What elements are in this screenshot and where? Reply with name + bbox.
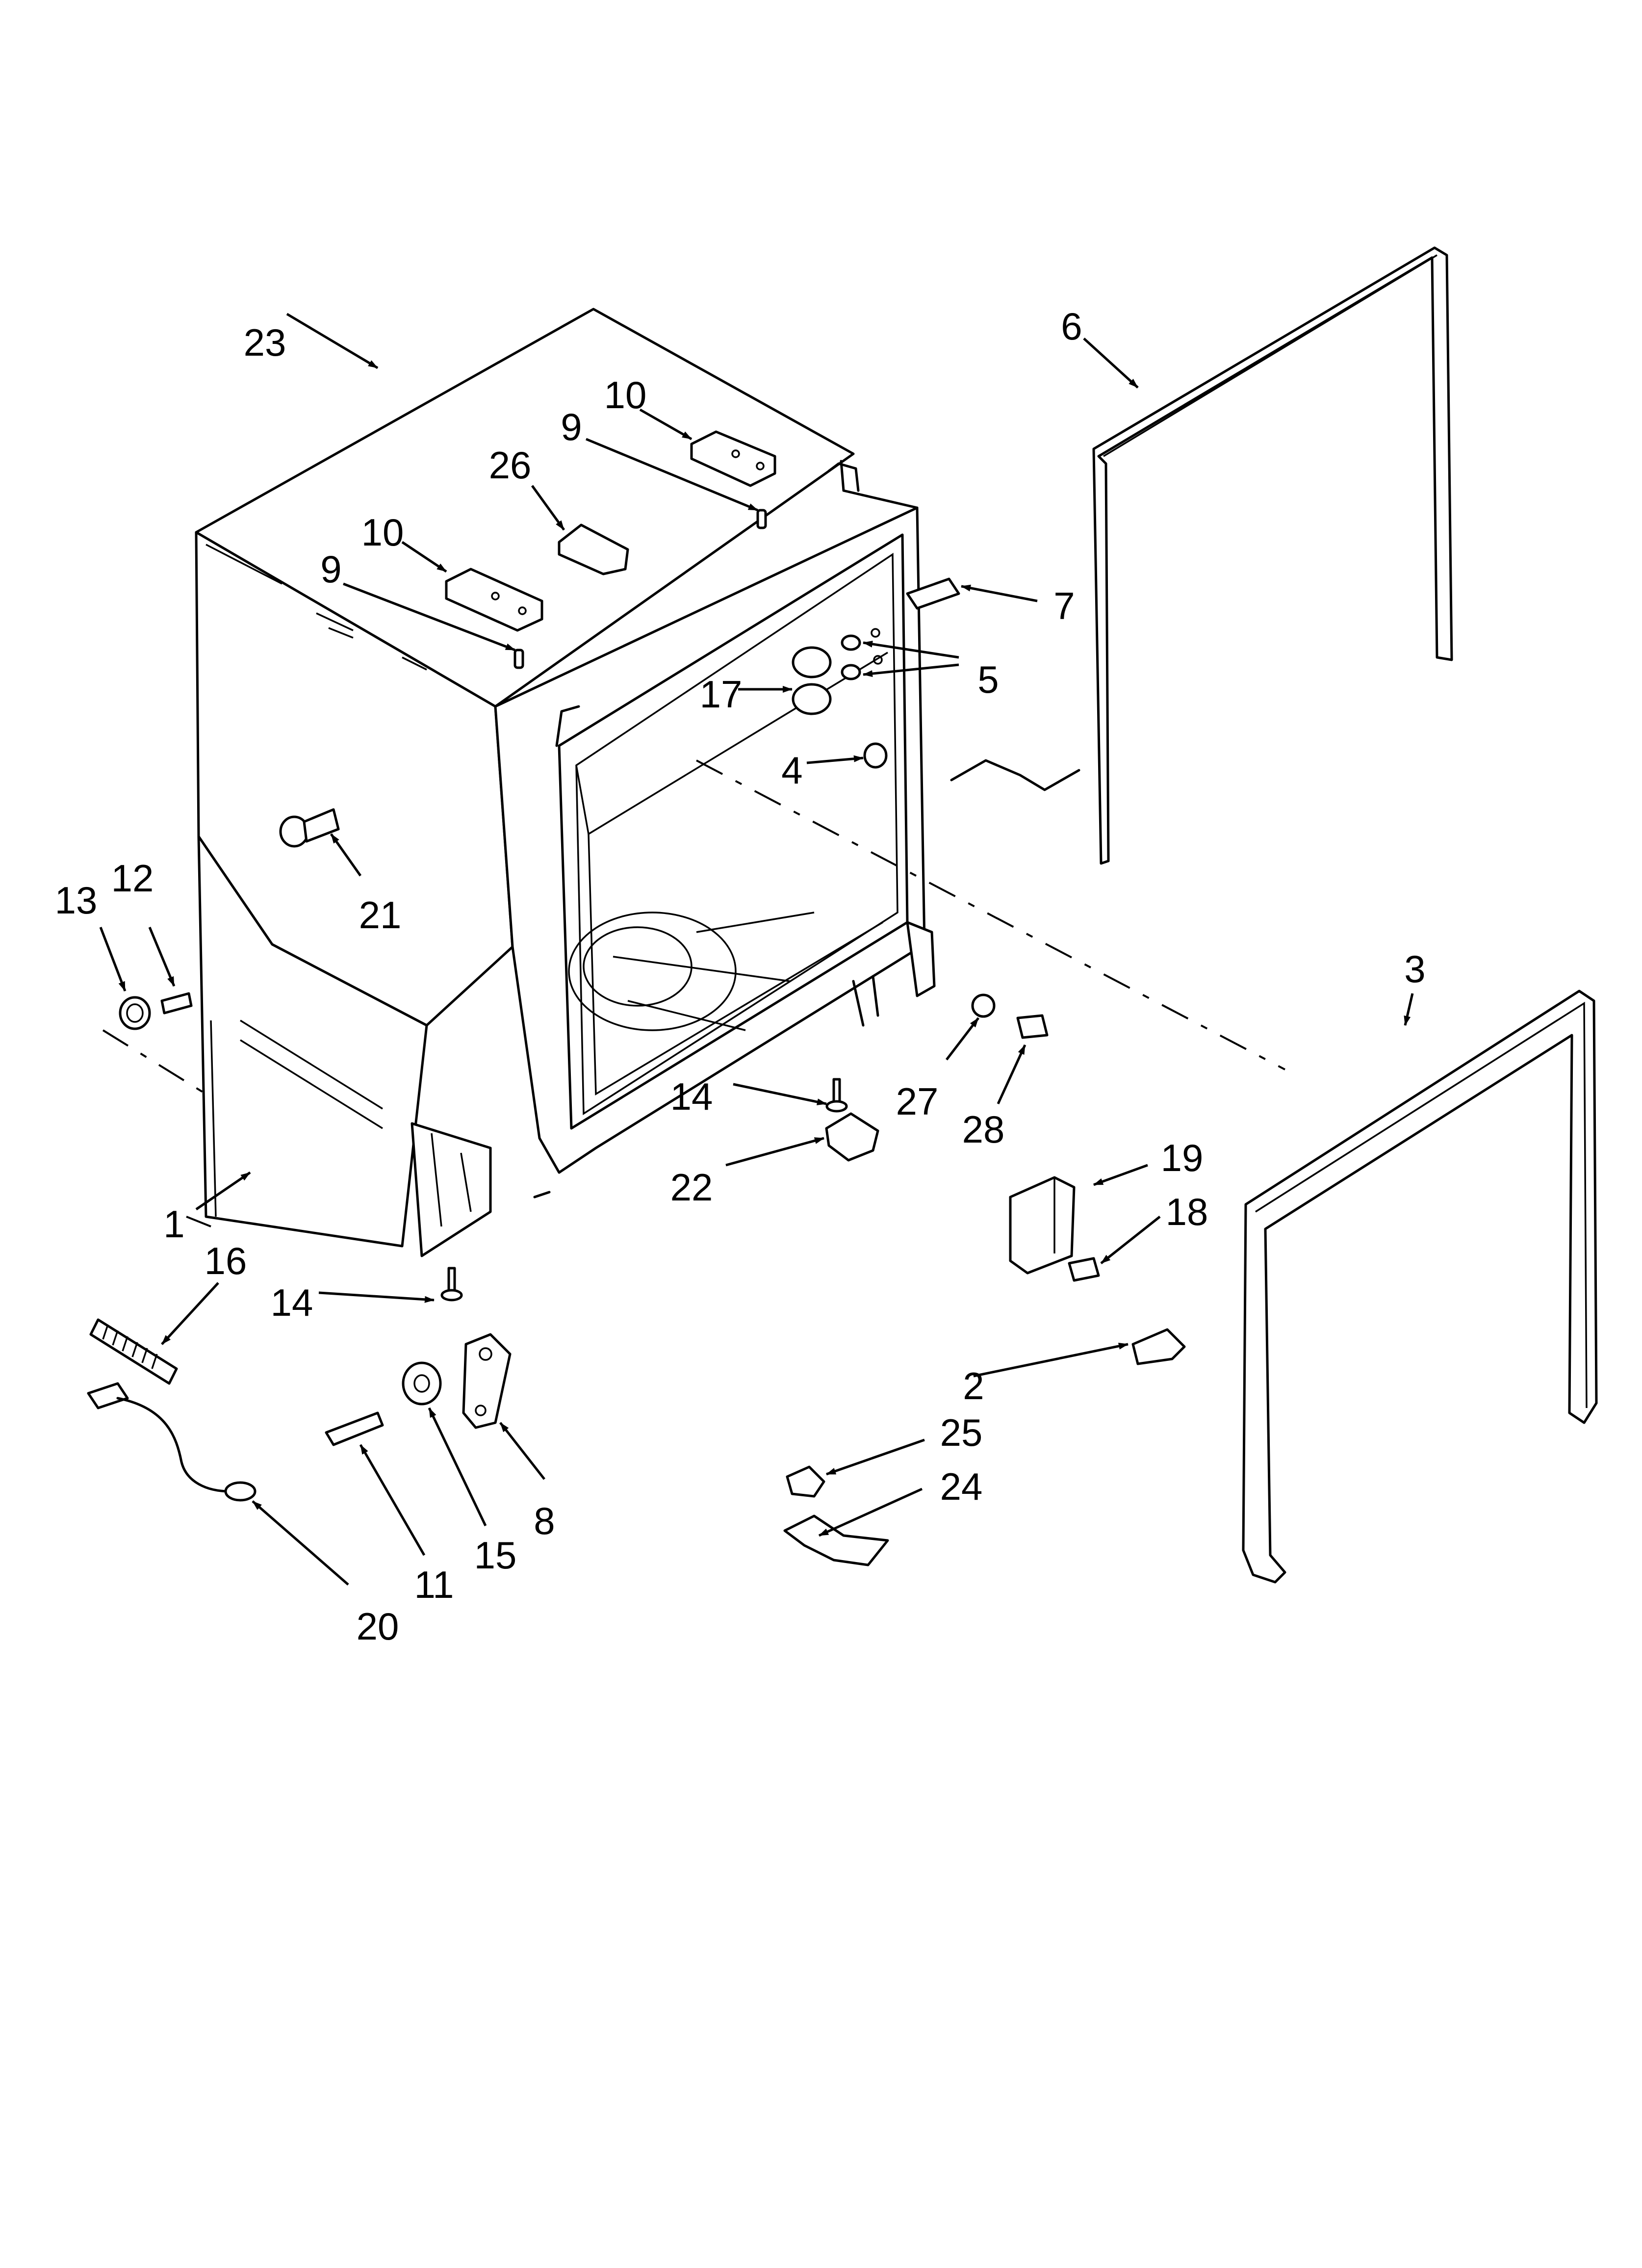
callout-arrows [99,313,1414,1586]
screw-left [160,992,193,1015]
callout-5: 5 [977,658,999,701]
callout-22: 22 [670,1166,713,1209]
bolt [906,577,960,610]
callout-16: 16 [204,1239,247,1282]
centerline-right [696,759,1285,1070]
callout-2: 2 [963,1364,984,1408]
callout-7: 7 [1053,584,1075,627]
callout-11: 11 [414,1563,454,1606]
callout-12: 12 [111,857,154,900]
gasket-leader-line [950,759,1080,791]
switch [786,1465,825,1498]
callout-9-lower: 9 [320,547,342,591]
centerline-left [102,1029,207,1095]
door-gasket-top [1092,246,1453,865]
callout-28: 28 [962,1108,1005,1151]
switch-bracket [783,1514,889,1566]
callout-9-upper: 9 [561,405,582,448]
callout-19: 19 [1160,1136,1204,1179]
callout-23: 23 [243,321,286,364]
hinge-bracket-lower [445,568,543,632]
callout-20: 20 [356,1605,399,1648]
callout-8: 8 [534,1499,555,1542]
leveling-leg-upper [825,1078,848,1113]
callout-21: 21 [359,893,402,937]
mounting-bracket [1009,1176,1076,1275]
callout-27: 27 [896,1080,939,1123]
clip-latch [1131,1328,1186,1365]
callout-14-lower: 14 [270,1281,313,1324]
bracket-clip [825,1112,879,1162]
leveling-leg-lower [440,1267,463,1302]
callout-1: 1 [163,1202,185,1246]
callout-15: 15 [474,1534,517,1577]
callout-25: 25 [940,1411,983,1454]
screw-upper [756,509,767,529]
tub-assembly [195,308,936,1257]
clip-bracket [558,523,629,575]
callout-6: 6 [1061,305,1082,348]
gasket-u-channel [1242,990,1598,1584]
door-cable [87,1382,257,1502]
screw-right [1016,1014,1049,1039]
callout-26: 26 [488,443,532,487]
pulley [402,1361,442,1406]
bracket-screw [1068,1257,1100,1282]
callout-24: 24 [940,1465,983,1508]
centerline-left-lower [186,1216,211,1227]
callout-10-lower: 10 [361,511,404,554]
callout-14-upper: 14 [670,1075,713,1118]
roller-pair [792,646,832,715]
callout-13: 13 [54,879,98,922]
callout-10-upper: 10 [604,373,647,417]
callout-4: 4 [781,749,803,792]
plug [863,742,888,769]
callout-18: 18 [1165,1190,1208,1233]
grommet [119,996,151,1030]
shoulder-bolt [325,1411,384,1446]
spring [89,1318,178,1385]
screw-lower [513,649,524,669]
star-washer [971,993,996,1018]
callout-17: 17 [699,673,743,716]
hinge-bracket-upper [690,430,776,487]
button-plug [279,808,340,848]
washers [841,628,883,680]
callout-3: 3 [1404,947,1426,991]
link-arm [462,1333,512,1429]
